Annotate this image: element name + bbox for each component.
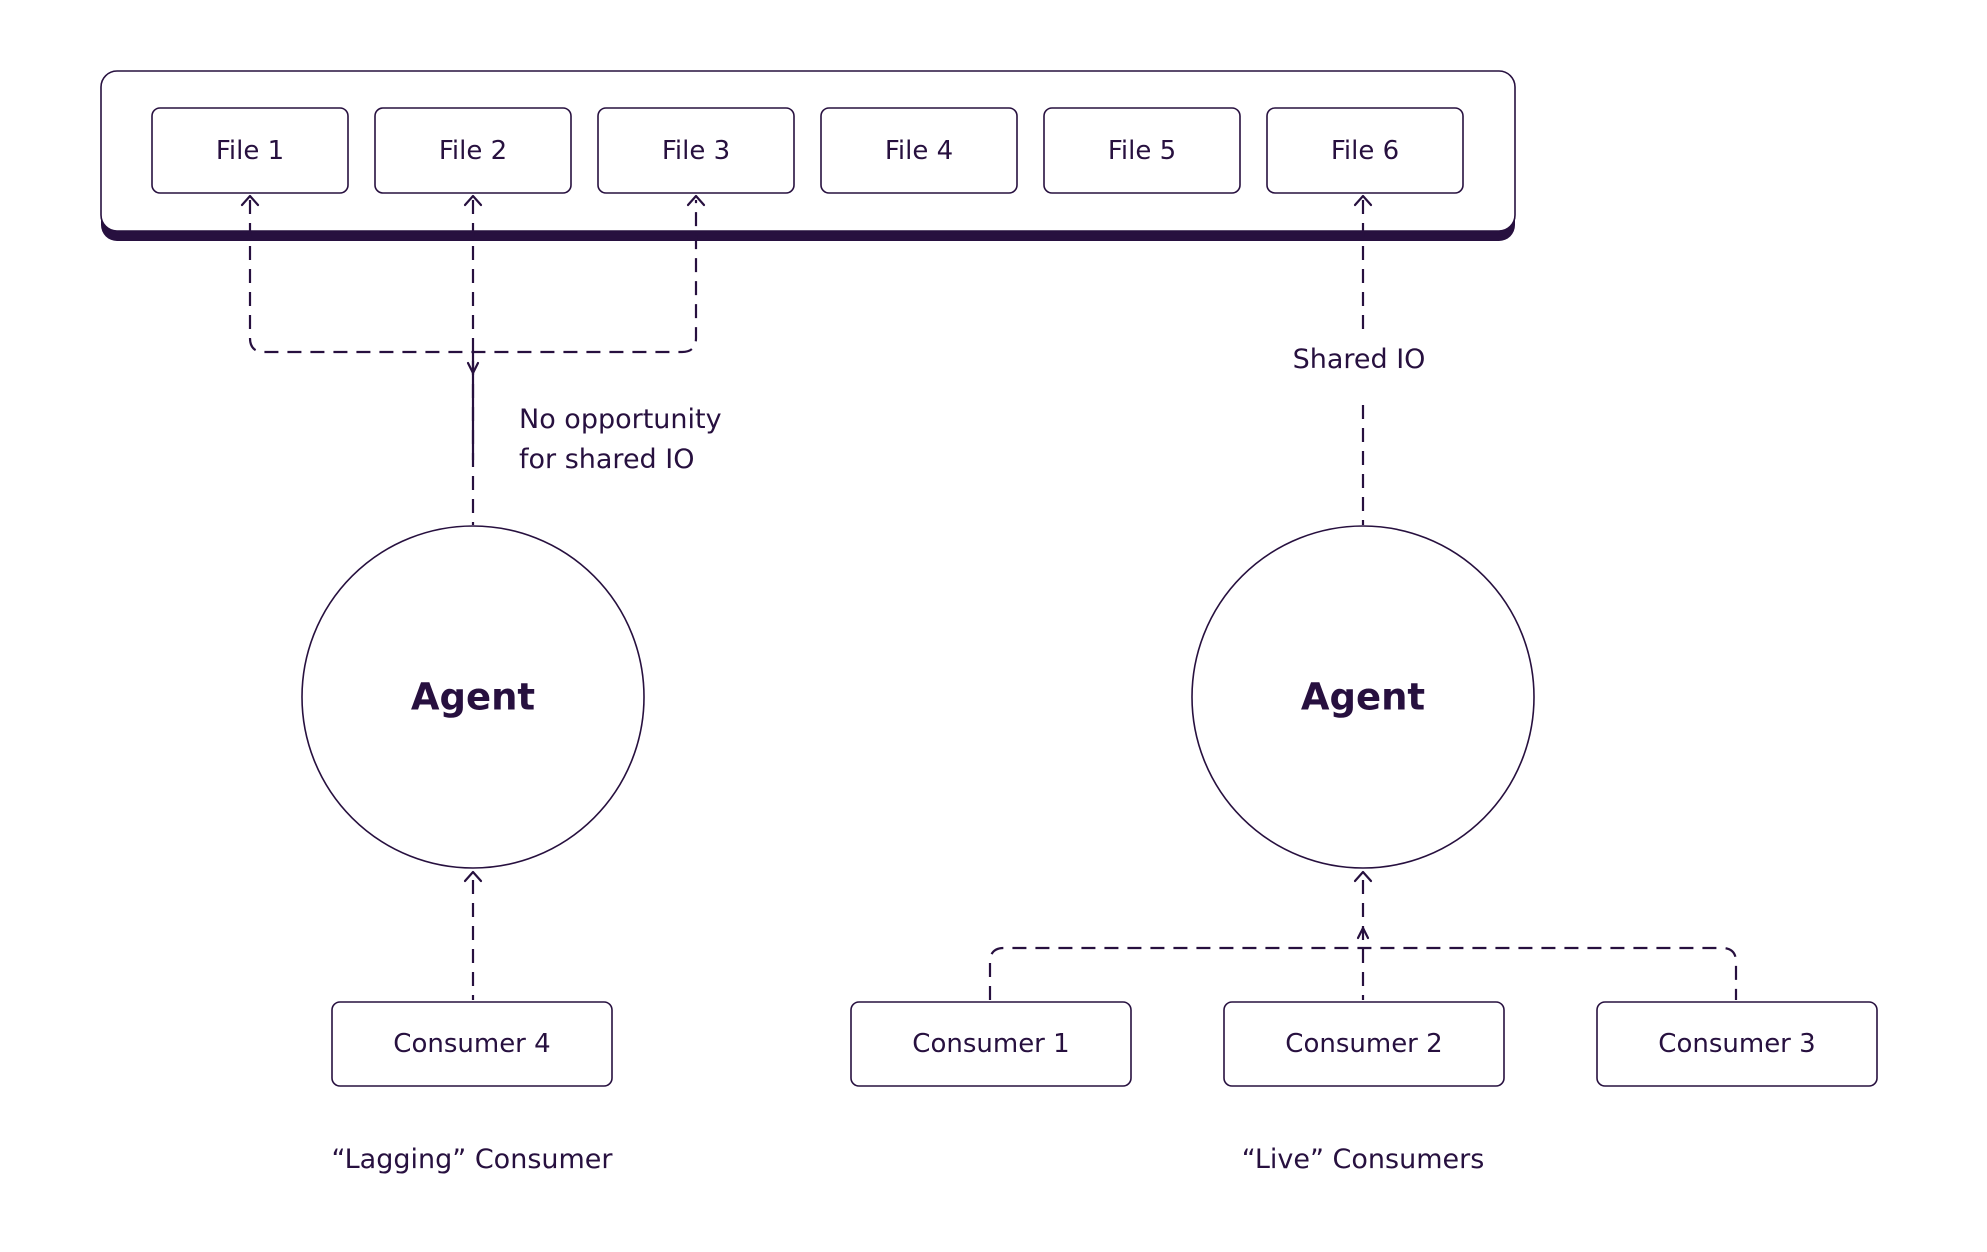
file-label-2: File 2	[439, 136, 507, 166]
shared-io-label: Shared IO	[1293, 344, 1426, 375]
consumers-branch-line	[988, 946, 1738, 1000]
right-agent-label: Agent	[1301, 676, 1425, 719]
file-label-6: File 6	[1331, 136, 1399, 166]
file-store: File 1 File 2 File 3 File 4 File 5 File …	[100, 70, 1516, 241]
consumer-1-box: Consumer 1	[850, 1001, 1132, 1087]
file-box-5: File 5	[1043, 107, 1241, 194]
right-stem-arrowhead	[1356, 926, 1370, 940]
left-agent: Agent	[301, 525, 645, 869]
right-consumer-connectors	[988, 870, 1738, 1000]
file-box-2: File 2	[374, 107, 572, 194]
consumer-2-label: Consumer 2	[1285, 1029, 1442, 1059]
consumer-2-box: Consumer 2	[1223, 1001, 1505, 1087]
arrow-to-file-1-icon	[240, 194, 260, 207]
file-label-5: File 5	[1108, 136, 1176, 166]
file-box-3: File 3	[597, 107, 795, 194]
file-label-1: File 1	[216, 136, 284, 166]
file-box-1: File 1	[151, 107, 349, 194]
left-consumer-connector	[463, 870, 483, 1000]
consumer-3-label: Consumer 3	[1658, 1029, 1815, 1059]
file-box-4: File 4	[820, 107, 1018, 194]
left-stem-arrowhead	[466, 361, 480, 375]
file-box-6: File 6	[1266, 107, 1464, 194]
file-label-4: File 4	[885, 136, 953, 166]
left-annotation-line-2: for shared IO	[519, 444, 695, 475]
arrow-to-file-6-icon	[1353, 194, 1373, 207]
arrow-to-file-3-icon	[686, 194, 706, 207]
consumer-1-label: Consumer 1	[912, 1029, 1069, 1059]
right-caption: “Live” Consumers	[1242, 1144, 1485, 1175]
file-label-3: File 3	[662, 136, 730, 166]
right-top-connector	[1353, 194, 1373, 525]
arrow-to-file-2-icon	[463, 194, 483, 207]
consumer-4-label: Consumer 4	[393, 1029, 550, 1059]
left-caption: “Lagging” Consumer	[331, 1144, 613, 1175]
consumer-3-box: Consumer 3	[1596, 1001, 1878, 1087]
consumer-4-box: Consumer 4	[331, 1001, 613, 1087]
left-connectors	[240, 194, 706, 525]
right-agent: Agent	[1191, 525, 1535, 869]
arrow-to-right-agent-icon	[1353, 870, 1373, 883]
left-agent-label: Agent	[411, 676, 535, 719]
left-annotation-line-1: No opportunity	[519, 404, 722, 435]
arrow-to-left-agent-icon	[463, 870, 483, 883]
